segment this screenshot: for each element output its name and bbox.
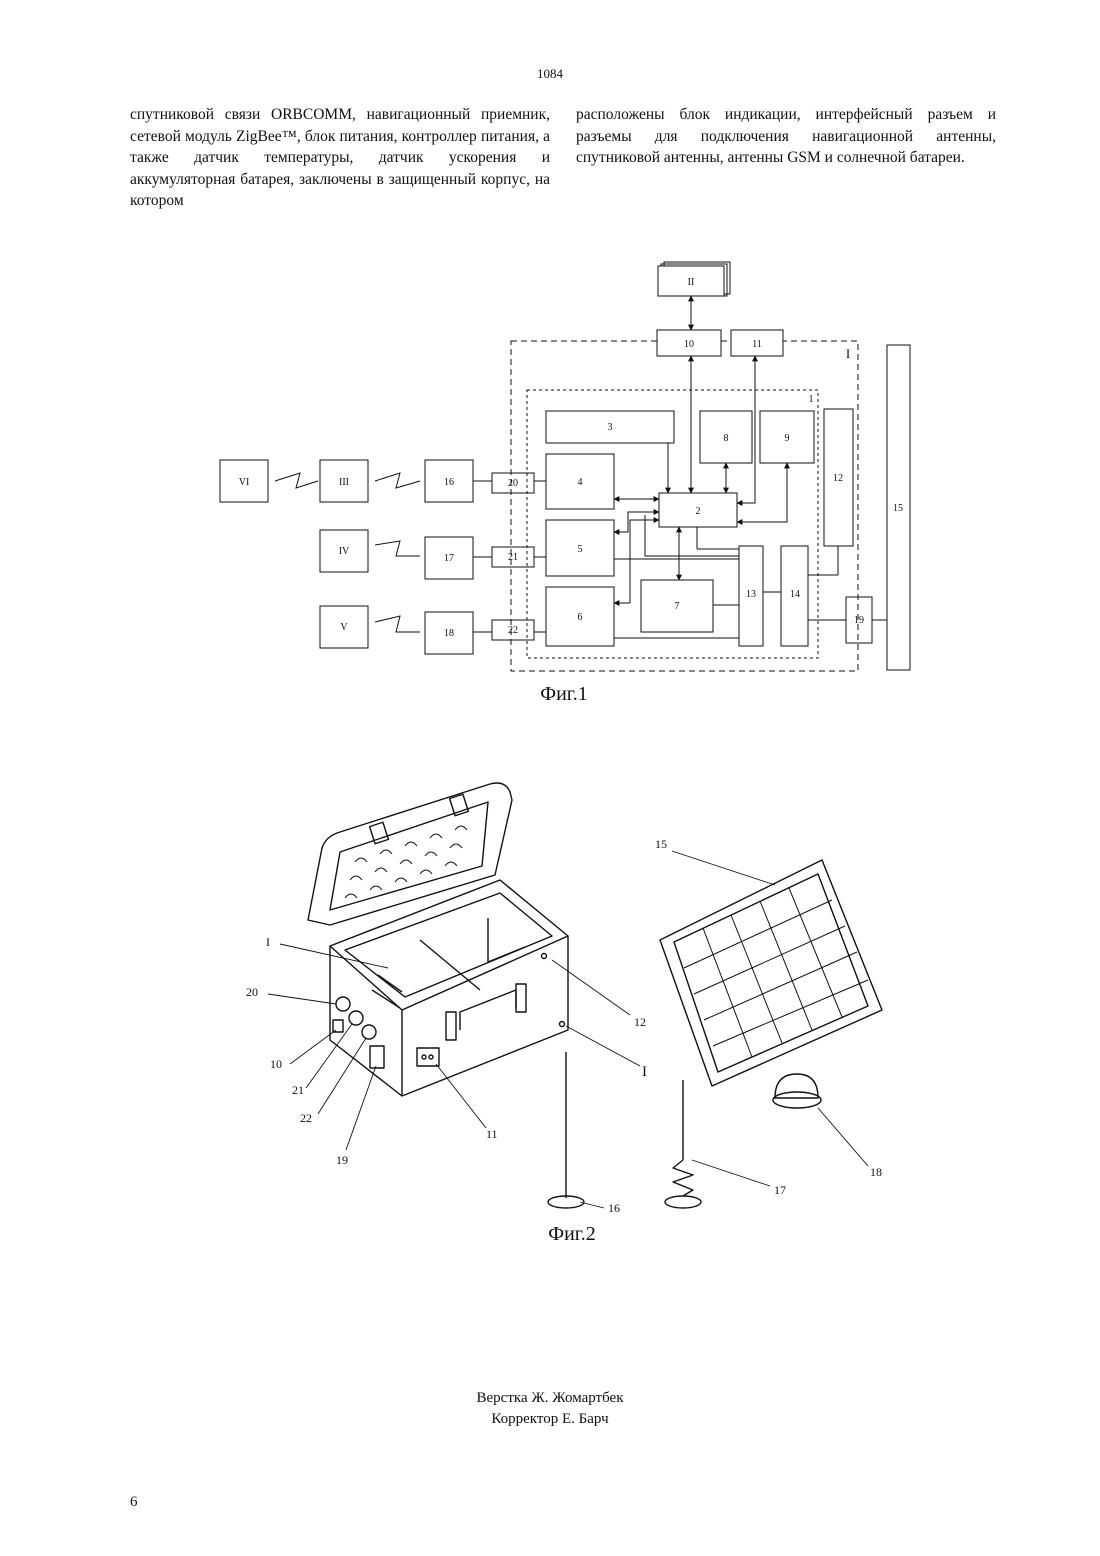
layout-credit: Верстка Ж. Жомартбек [0, 1388, 1100, 1409]
page-number-bottom: 6 [130, 1494, 138, 1511]
callout-16: 16 [608, 1201, 620, 1215]
figure-2-caption: Фиг.2 [548, 1223, 595, 1245]
callout-10: 10 [270, 1057, 282, 1071]
callout-I-top: I [266, 935, 270, 949]
callout-19: 19 [336, 1153, 348, 1167]
callout-17: 17 [774, 1183, 786, 1197]
callout-21: 21 [292, 1083, 304, 1097]
callout-15: 15 [655, 837, 667, 851]
callout-22: 22 [300, 1111, 312, 1125]
callout-18: 18 [870, 1165, 882, 1179]
callout-I-right: I [642, 1064, 647, 1080]
callout-20: 20 [246, 985, 258, 999]
callout-11: 11 [486, 1127, 498, 1141]
callout-12: 12 [634, 1015, 646, 1029]
credits-block: Верстка Ж. Жомартбек Корректор Е. Барч [0, 1388, 1100, 1430]
solar-panel [660, 860, 882, 1086]
corrector-credit: Корректор Е. Барч [0, 1409, 1100, 1430]
figure-2-device-illustration: 15 I 12 20 10 21 22 19 11 I 16 17 18 Фиг… [0, 0, 1100, 1300]
